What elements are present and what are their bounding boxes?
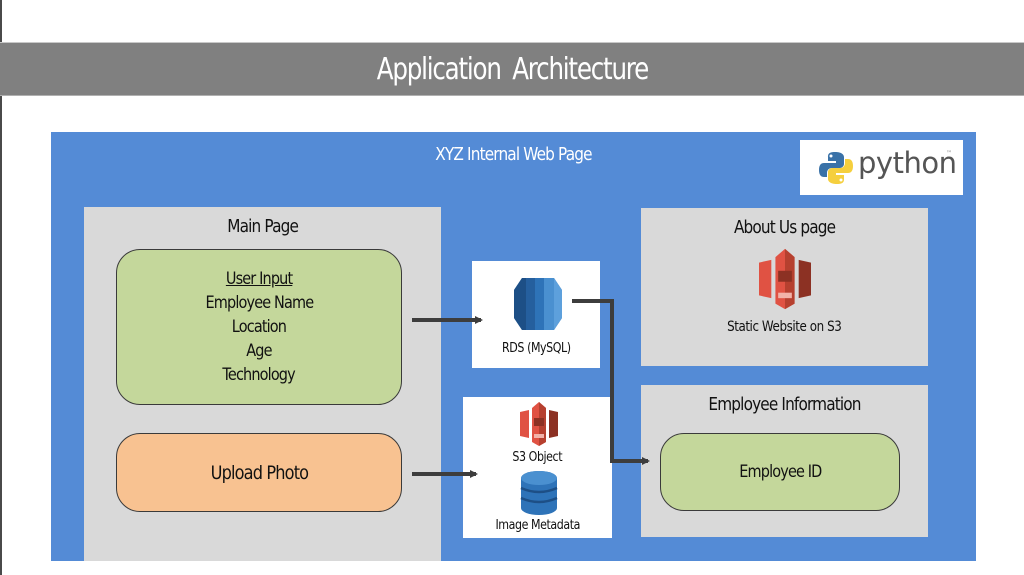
user-input-heading: User Input (225, 269, 293, 289)
employee-info-title: Employee Information (708, 394, 861, 415)
employee-id-label: Employee ID (738, 462, 822, 482)
about-us-title: About Us page (733, 217, 836, 238)
static-website-label: Static Website on S3 (727, 319, 842, 335)
upload-photo-label: Upload Photo (210, 461, 308, 484)
s3-object-label: S3 Object (512, 450, 563, 465)
storage-box: S3 Object Image Metadata (463, 397, 612, 538)
main-page-title: Main Page (227, 216, 299, 237)
field-age: Age (246, 341, 272, 361)
web-page-panel: XYZ Internal Web Page python ™ Main Page… (51, 132, 976, 561)
python-icon (819, 152, 853, 184)
panel-title: XYZ Internal Web Page (435, 144, 592, 165)
image-metadata-label: Image Metadata (495, 518, 580, 533)
s3-bucket-icon (759, 248, 811, 310)
about-us-box: About Us page Static Website on S3 (641, 208, 928, 366)
rds-database-icon (514, 278, 562, 330)
slide-title: Application Architecture (376, 51, 649, 87)
rds-box: RDS (MySQL) (472, 261, 600, 368)
title-bar: Application Architecture (0, 42, 1024, 96)
main-page-box: Main Page User Input Employee Name Locat… (84, 207, 441, 561)
user-input-box: User Input Employee Name Location Age Te… (116, 249, 402, 405)
field-employee-name: Employee Name (205, 293, 314, 313)
python-logo: python ™ (800, 140, 963, 195)
rds-label: RDS (MySQL) (501, 341, 571, 356)
employee-info-box: Employee Information Employee ID (641, 385, 928, 537)
python-logo-text: python (858, 146, 957, 180)
s3-bucket-icon (520, 402, 558, 446)
trademark-mark: ™ (946, 150, 952, 157)
slide-left-border (0, 0, 2, 575)
field-technology: Technology (222, 365, 296, 385)
upload-photo-box: Upload Photo (116, 433, 402, 512)
dynamodb-icon (520, 471, 558, 515)
employee-id-box: Employee ID (660, 433, 900, 511)
field-location: Location (231, 317, 287, 337)
